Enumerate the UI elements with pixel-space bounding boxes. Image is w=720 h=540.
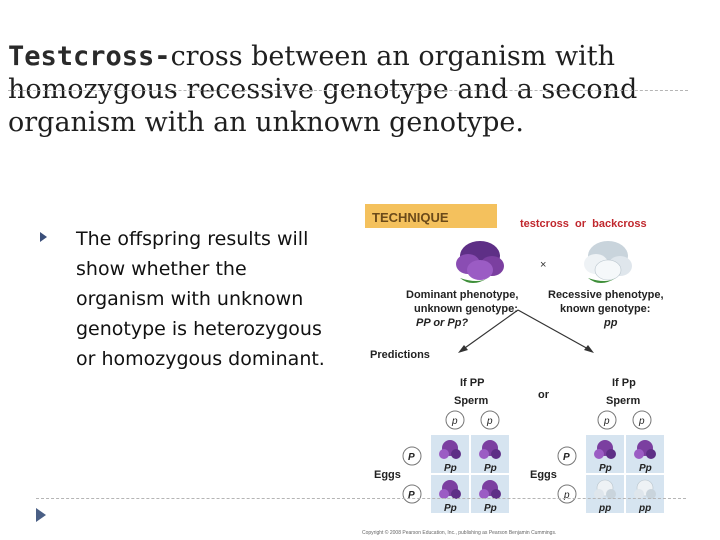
footer-divider — [36, 498, 686, 499]
genotype-cell: Pp — [639, 463, 652, 474]
purple-flower-icon — [456, 241, 504, 283]
purple-flower-icon — [634, 440, 656, 459]
gamete-label: p — [603, 416, 610, 427]
genotype-cell: Pp — [484, 503, 497, 514]
gamete-label: P — [408, 452, 415, 463]
prediction-pp-label: If PP — [460, 377, 484, 389]
gamete-label: P — [408, 490, 415, 501]
bullet-text: The offspring results will show whether … — [76, 228, 325, 370]
title-divider — [8, 90, 688, 91]
gamete-label: p — [638, 416, 645, 427]
genotype-cell: Pp — [444, 463, 457, 474]
purple-flower-icon — [594, 440, 616, 459]
genotype-cell: Pp — [599, 463, 612, 474]
purple-flower-icon — [439, 480, 461, 499]
gamete-label: p — [486, 416, 493, 427]
prediction-arrows — [461, 309, 591, 351]
eggs-label-left: Eggs — [374, 469, 401, 481]
sperm-label-left: Sperm — [454, 395, 488, 407]
slide-title: Testcross-cross between an organism with… — [8, 40, 718, 139]
title-term: Testcross- — [8, 41, 171, 72]
sperm-gamete — [445, 410, 465, 430]
bullet-arrow-icon — [40, 232, 47, 242]
predictions-label: Predictions — [370, 349, 430, 361]
recessive-genotype-label: known genotype: — [560, 303, 650, 315]
technique-header-bg — [365, 204, 497, 228]
gamete-label: p — [451, 416, 458, 427]
gamete-label: p — [563, 490, 570, 501]
prediction-Pp-label: If Pp — [612, 377, 636, 389]
eggs-label-right: Eggs — [530, 469, 557, 481]
dominant-phenotype-label: Dominant phenotype, — [406, 289, 518, 301]
punnett-left: p p P P Eggs Pp Pp Pp Pp — [374, 410, 511, 515]
egg-gamete — [557, 446, 577, 466]
genotype-cell: pp — [638, 503, 651, 514]
arrowhead-icons — [458, 345, 594, 353]
next-slide-arrow-icon[interactable] — [36, 508, 46, 522]
purple-flower-icon — [479, 480, 501, 499]
purple-flower-icon — [479, 440, 501, 459]
genotype-cell: pp — [598, 503, 611, 514]
white-flower-icon — [634, 479, 656, 499]
sperm-gamete — [480, 410, 500, 430]
purple-flower-icon — [439, 440, 461, 459]
punnett-right: p p P p Eggs Pp Pp pp pp — [530, 410, 666, 515]
egg-gamete — [402, 446, 422, 466]
sperm-gamete — [632, 410, 652, 430]
bullet-item: The offspring results will show whether … — [40, 224, 340, 374]
copyright-line: Copyright © 2008 Pearson Education, Inc.… — [362, 529, 556, 536]
sperm-label-right: Sperm — [606, 395, 640, 407]
white-flower-icon — [594, 479, 616, 499]
dominant-genotype-value: PP or Pp? — [416, 317, 468, 329]
genotype-cell: Pp — [484, 463, 497, 474]
prediction-or: or — [538, 389, 550, 401]
recessive-genotype-value: pp — [603, 317, 618, 329]
sperm-gamete — [597, 410, 617, 430]
gamete-label: P — [563, 452, 570, 463]
title-definition: cross between an organism with homozygou… — [8, 41, 638, 138]
white-flower-icon — [584, 241, 632, 283]
technique-header: TECHNIQUE — [372, 210, 449, 225]
recessive-phenotype-label: Recessive phenotype, — [548, 289, 664, 301]
genotype-cell: Pp — [444, 503, 457, 514]
testcross-figure: TECHNIQUE testcross or backcross × Domin… — [362, 204, 666, 536]
cross-label: testcross or backcross — [520, 218, 647, 230]
dominant-genotype-label: unknown genotype: — [414, 303, 518, 315]
cross-times: × — [540, 259, 546, 271]
